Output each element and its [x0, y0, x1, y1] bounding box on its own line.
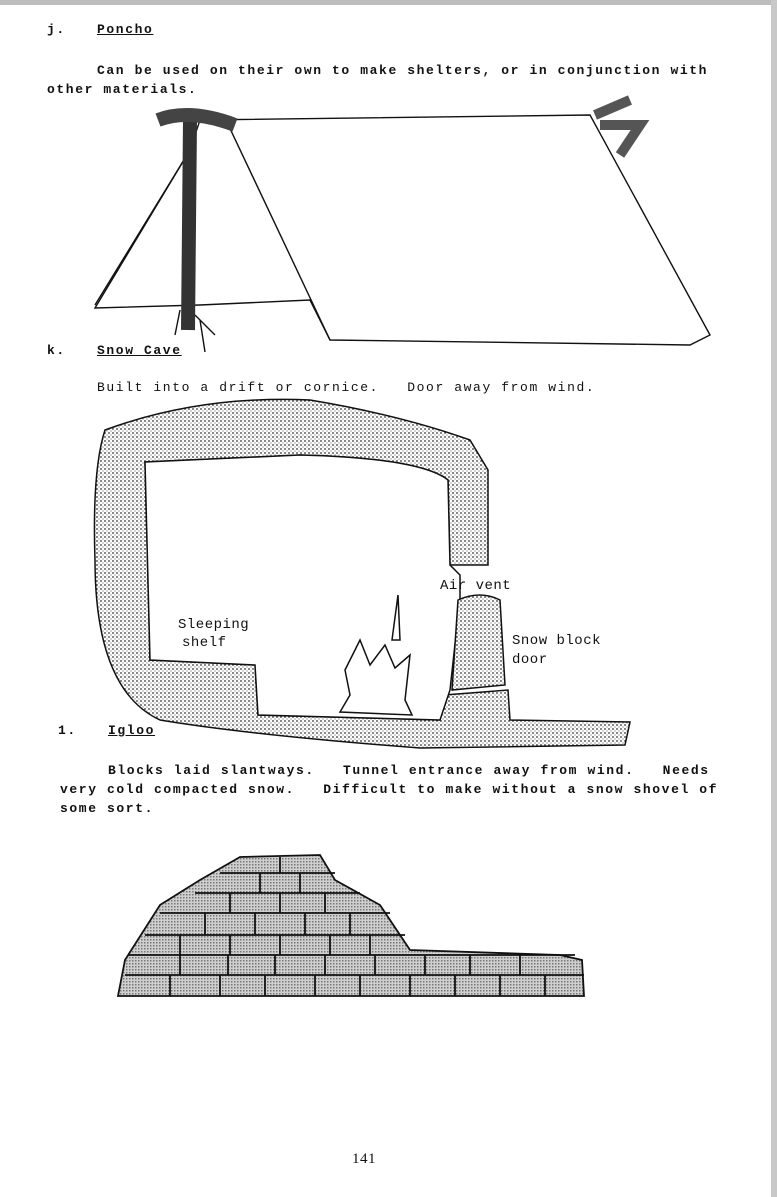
- poncho-shelter-illustration: [93, 95, 711, 353]
- section-title-igloo: Igloo: [108, 723, 156, 738]
- label-snow-block-2: door: [512, 652, 548, 668]
- section-marker-k: k.: [47, 343, 66, 358]
- section-marker-j: j.: [47, 22, 66, 37]
- section-title-poncho: Poncho: [97, 22, 154, 37]
- scan-border-right: [771, 0, 777, 1197]
- igloo-text-line-1: Blocks laid slantways. Tunnel entrance a…: [108, 763, 710, 778]
- igloo-illustration: [116, 854, 585, 997]
- igloo-text-line-2: very cold compacted snow. Difficult to m…: [60, 782, 719, 797]
- section-marker-l: 1.: [58, 723, 77, 738]
- label-sleeping-shelf-1: Sleeping: [178, 617, 250, 633]
- igloo-text-line-3: some sort.: [60, 801, 155, 816]
- label-sleeping-shelf-2: shelf: [182, 635, 227, 651]
- label-snow-block-1: Snow block: [512, 633, 602, 649]
- poncho-text-line-2: other materials.: [47, 82, 198, 97]
- snow-cave-illustration: [93, 398, 631, 749]
- page-number: 141: [352, 1151, 376, 1167]
- snow-cave-text-line-1: Built into a drift or cornice. Door away…: [97, 380, 596, 395]
- poncho-text-line-1: Can be used on their own to make shelter…: [97, 63, 709, 78]
- section-title-snow-cave: Snow Cave: [97, 343, 182, 358]
- label-air-vent: Air vent: [440, 578, 512, 594]
- scan-border-top: [0, 0, 777, 5]
